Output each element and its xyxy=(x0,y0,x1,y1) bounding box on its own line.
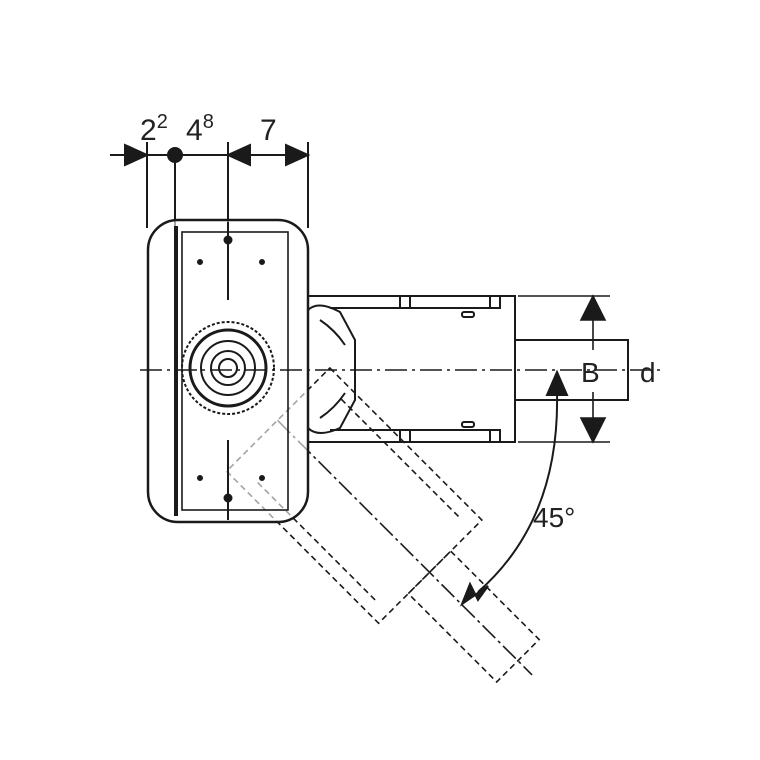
valve-connector-circle xyxy=(181,321,275,415)
angle-arc xyxy=(459,369,569,607)
label-d: d xyxy=(640,357,656,388)
dim-2-2: 22 xyxy=(140,111,168,147)
housing-box xyxy=(146,218,310,524)
dim-4-8: 48 xyxy=(186,111,214,147)
b-dimension xyxy=(518,294,610,444)
label-b: B xyxy=(581,357,600,388)
top-dimension-chain xyxy=(110,142,311,228)
label-angle: 45° xyxy=(533,502,575,533)
dim-7: 7 xyxy=(260,114,277,147)
outlet-body xyxy=(307,295,629,443)
rotated-outlet-outline xyxy=(225,366,541,684)
